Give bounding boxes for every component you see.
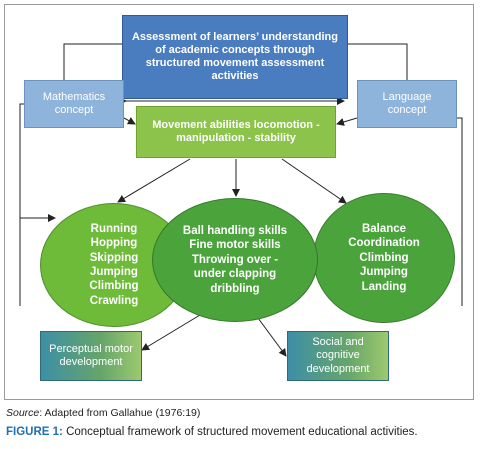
- stability-list: Balance Coordination Climbing Jumping La…: [348, 222, 420, 294]
- stability-item: Coordination: [348, 237, 420, 250]
- locomotion-item: Hopping: [90, 237, 138, 250]
- manipulation-item: Ball handling skills: [182, 225, 288, 238]
- manipulation-item: under clapping: [193, 268, 277, 281]
- connector-language-down: [457, 117, 463, 306]
- locomotion-item: Skipping: [89, 251, 139, 264]
- assessment-box: Assessment of learners’ understanding of…: [122, 15, 348, 99]
- perceptual-motor-box: Perceptual motor development: [40, 331, 142, 381]
- mathematics-concept-box: Mathematics concept: [24, 80, 124, 128]
- assessment-text: Assessment of learners’ understanding of…: [131, 30, 338, 83]
- locomotion-item: Running: [90, 222, 138, 235]
- connector-top-to-language: [348, 43, 408, 80]
- locomotion-item: Jumping: [90, 266, 138, 278]
- movement-abilities-box: Movement abilities locomotion - manipula…: [136, 106, 336, 158]
- stability-ellipse: Balance Coordination Climbing Jumping La…: [313, 193, 455, 323]
- connector-top-to-math: [63, 43, 122, 80]
- figure-frame: [4, 4, 474, 400]
- manipulation-item: Throwing over -: [191, 253, 279, 266]
- manipulation-list: Ball handling skills Fine motor skills T…: [183, 224, 287, 296]
- manipulation-item: dribbling: [210, 282, 260, 295]
- perceptual-motor-text: Perceptual motor development: [49, 342, 133, 368]
- arrow-movement-stability: [281, 158, 347, 204]
- social-cognitive-box: Social and cognitive development: [287, 331, 389, 381]
- social-cognitive-text: Social and cognitive development: [306, 336, 370, 375]
- manipulation-ellipse: Ball handling skills Fine motor skills T…: [152, 198, 318, 322]
- arrow-language-movement: [336, 117, 358, 126]
- connector-math-down: [19, 103, 24, 306]
- language-concept-box: Language concept: [357, 80, 457, 128]
- source-note: Source: Adapted from Gallahue (1976:19): [6, 407, 200, 419]
- caption-label: FIGURE 1:: [6, 426, 63, 438]
- source-text: : Adapted from Gallahue (1976:19): [39, 407, 201, 419]
- stability-item: Jumping: [360, 266, 408, 279]
- locomotion-list: Running Hopping Skipping Jumping Climbin…: [89, 222, 138, 308]
- stability-item: Balance: [361, 223, 407, 236]
- locomotion-item: Climbing: [89, 280, 139, 293]
- manipulation-item: Fine motor skills: [189, 239, 281, 252]
- locomotion-item: Crawling: [89, 294, 139, 307]
- figure-caption: FIGURE 1: Conceptual framework of struct…: [6, 426, 418, 438]
- movement-abilities-text: Movement abilities locomotion - manipula…: [152, 118, 320, 144]
- arrow-to-perceptual: [141, 314, 201, 351]
- arrow-to-social: [257, 317, 287, 357]
- arrow-math-movement: [123, 117, 136, 125]
- mathematics-concept-text: Mathematics concept: [42, 90, 106, 116]
- caption-text: Conceptual framework of structured movem…: [62, 426, 418, 438]
- arrow-movement-locomotion: [117, 158, 191, 203]
- source-label: Source: [6, 407, 40, 419]
- language-concept-text: Language concept: [382, 90, 432, 116]
- stability-item: Climbing: [359, 251, 409, 264]
- stability-item: Landing: [361, 280, 407, 293]
